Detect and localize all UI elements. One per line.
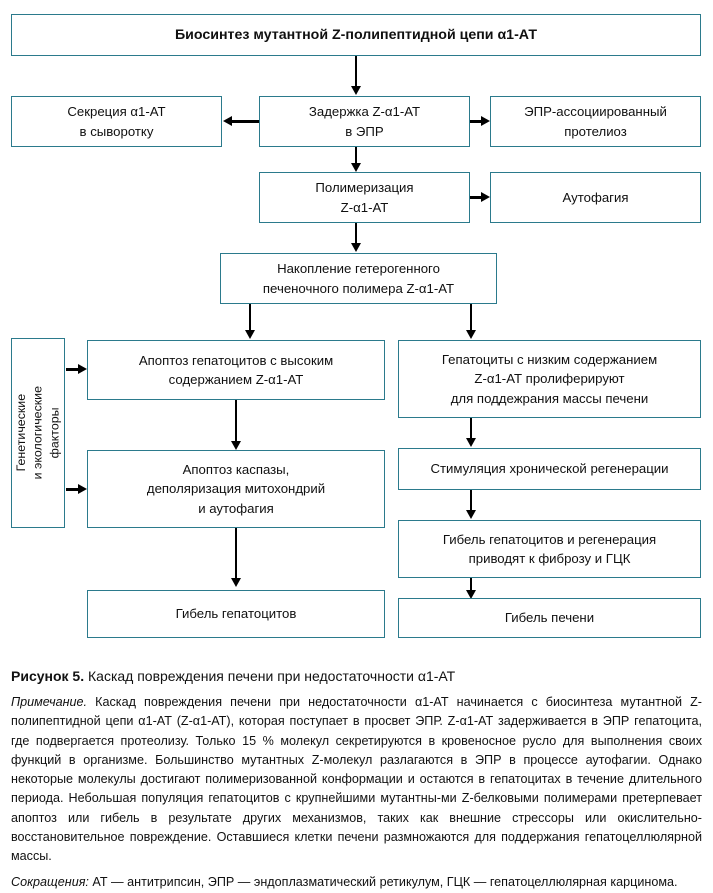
arrowhead-retention-secretion — [223, 116, 232, 126]
node-accumulation: Накопление гетерогенного печеночного пол… — [220, 253, 497, 304]
arrowhead-biosynthesis-retention — [350, 86, 361, 95]
connector-polymerization-autophagy — [470, 196, 481, 199]
node-secretion-label: Секреция α1-АТ в сыворотку — [67, 104, 166, 139]
node-erad-proteolysis: ЭПР-ассоциированный протелиоз — [490, 96, 701, 147]
node-genetic-environmental-factors-label: Генетические и экологические факторы — [13, 386, 62, 480]
arrowhead-fibrosis-liver-death — [465, 590, 476, 599]
node-chronic-regeneration: Стимуляция хронической регенерации — [398, 448, 701, 490]
figure-note-body: Каскад повреждения печени при недостаточ… — [11, 695, 702, 864]
node-polymerization: Полимеризация Z-α1-АТ — [259, 172, 470, 223]
figure-note-lead: Примечание. — [11, 695, 88, 709]
node-chronic-regeneration-label: Стимуляция хронической регенерации — [430, 461, 669, 477]
connector-caspase-hepatocyte-death — [235, 528, 238, 580]
node-fibrosis-hcc-label: Гибель гепатоцитов и регенерация приводя… — [442, 531, 657, 566]
connector-retention-secretion — [232, 120, 259, 123]
node-hepatocyte-death-label: Гибель гепатоцитов — [175, 606, 297, 622]
arrowhead-polymerization-autophagy — [481, 192, 490, 202]
node-secretion: Секреция α1-АТ в сыворотку — [11, 96, 222, 147]
node-polymerization-label: Полимеризация Z-α1-АТ — [315, 180, 414, 215]
node-accumulation-label: Накопление гетерогенного печеночного пол… — [262, 261, 455, 296]
flowchart-diagram: Биосинтез мутантной Z-полипептидной цепи… — [11, 14, 701, 638]
node-biosynthesis-label: Биосинтез мутантной Z-полипептидной цепи… — [174, 26, 538, 43]
node-fibrosis-hcc: Гибель гепатоцитов и регенерация приводя… — [398, 520, 701, 578]
figure-abbreviations: Сокращения: АТ — антитрипсин, ЭПР — эндо… — [11, 873, 702, 892]
connector-factors-caspase — [66, 488, 78, 491]
figure-caption-block: Рисунок 5. Каскад повреждения печени при… — [11, 666, 702, 893]
connector-chronic-regeneration-fibrosis — [470, 490, 473, 512]
figure-abbreviations-body: АТ — антитрипсин, ЭПР — эндоплазматическ… — [88, 875, 678, 890]
node-liver-death: Гибель печени — [398, 598, 701, 638]
node-erad-proteolysis-label: ЭПР-ассоциированный протелиоз — [524, 104, 667, 139]
connector-accumulation-left-branch — [249, 304, 252, 332]
arrowhead-accumulation-left-branch — [244, 330, 255, 339]
arrowhead-retention-polymerization — [350, 163, 361, 172]
node-caspase-apoptosis-label: Апоптоз каспазы, деполяризация митохондр… — [146, 462, 326, 516]
connector-accumulation-right-branch — [470, 304, 473, 332]
arrowhead-factors-caspase — [78, 484, 87, 494]
node-apoptosis-high-content-label: Апоптоз гепатоцитов с высоким содержание… — [138, 352, 334, 387]
arrowhead-chronic-regeneration-fibrosis — [465, 510, 476, 519]
connector-polymerization-accumulation — [355, 223, 358, 245]
node-caspase-apoptosis: Апоптоз каспазы, деполяризация митохондр… — [87, 450, 385, 528]
figure-note: Примечание. Каскад повреждения печени пр… — [11, 693, 702, 866]
connector-fibrosis-liver-death — [470, 578, 473, 592]
connector-biosynthesis-retention — [355, 56, 358, 88]
node-autophagy-label: Аутофагия — [562, 189, 629, 205]
arrowhead-retention-erad — [481, 116, 490, 126]
node-proliferation-low-content-label: Гепатоциты с низким содержанием Z-α1-АТ … — [441, 352, 658, 406]
node-hepatocyte-death: Гибель гепатоцитов — [87, 590, 385, 638]
figure-title: Рисунок 5. Каскад повреждения печени при… — [11, 666, 702, 687]
connector-apoptosis-caspase — [235, 400, 238, 443]
arrowhead-apoptosis-caspase — [230, 441, 241, 450]
node-proliferation-low-content: Гепатоциты с низким содержанием Z-α1-АТ … — [398, 340, 701, 418]
arrowhead-caspase-hepatocyte-death — [230, 578, 241, 587]
connector-retention-erad — [470, 120, 481, 123]
node-retention: Задержка Z-α1-АТ в ЭПР — [259, 96, 470, 147]
connector-factors-apoptosis — [66, 368, 78, 371]
figure-number-label: Рисунок 5. — [11, 668, 85, 684]
node-liver-death-label: Гибель печени — [504, 610, 595, 626]
arrowhead-proliferation-chronic-regeneration — [465, 438, 476, 447]
connector-retention-polymerization — [355, 147, 358, 165]
node-biosynthesis: Биосинтез мутантной Z-полипептидной цепи… — [11, 14, 701, 56]
node-autophagy: Аутофагия — [490, 172, 701, 223]
node-apoptosis-high-content: Апоптоз гепатоцитов с высоким содержание… — [87, 340, 385, 400]
node-retention-label: Задержка Z-α1-АТ в ЭПР — [308, 104, 421, 139]
arrowhead-accumulation-right-branch — [465, 330, 476, 339]
figure-abbreviations-lead: Сокращения: — [11, 875, 89, 890]
node-genetic-environmental-factors: Генетические и экологические факторы — [11, 338, 65, 528]
figure-title-text: Каскад повреждения печени при недостаточ… — [84, 668, 456, 684]
connector-proliferation-chronic-regeneration — [470, 418, 473, 440]
arrowhead-factors-apoptosis — [78, 364, 87, 374]
arrowhead-polymerization-accumulation — [350, 243, 361, 252]
